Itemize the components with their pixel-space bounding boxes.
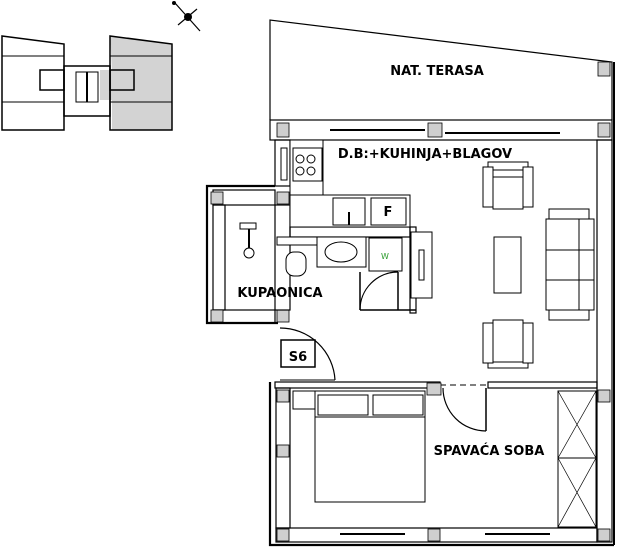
living-label: D.B:+KUHINJA+BLAGOV [338, 147, 512, 162]
bedroom: SPAVAĆA SOBA [292, 390, 597, 528]
bathroom-door-arc [359, 271, 399, 311]
bedroom-door-arc [442, 387, 487, 432]
terrace: NAT. TERASA [269, 19, 613, 120]
washer-label: W [381, 252, 389, 261]
wardrobe-icon [557, 390, 597, 528]
sofa-icon [545, 208, 595, 321]
terrace-label: NAT. TERASA [390, 64, 484, 79]
armchair-icon [482, 161, 534, 210]
bedroom-label: SPAVAĆA SOBA [434, 443, 545, 459]
bathroom-label: KUPAONICA [237, 286, 322, 301]
shower-drain-icon [243, 247, 255, 259]
bathroom: W KUPAONICA [237, 222, 403, 301]
nightstand-icon [292, 390, 316, 410]
radiator-icon [280, 147, 288, 181]
washing-machine-icon [368, 237, 403, 272]
fridge-icon [370, 197, 407, 226]
toilet-icon [285, 251, 307, 277]
key-plan [1, 35, 173, 131]
entry-door-arc [279, 327, 336, 381]
fridge-label: F [384, 205, 393, 220]
unit-tag: S6 [280, 339, 316, 368]
unit-tag-label: S6 [289, 350, 307, 365]
north-arrow-icon [172, 1, 201, 32]
armchair-icon [482, 319, 534, 369]
doors [279, 271, 487, 432]
living-furniture [410, 161, 595, 369]
stove-icon [292, 147, 323, 182]
coffee-table-icon [493, 236, 522, 294]
kitchen: F D.B:+KUHINJA+BLAGOV [280, 139, 512, 228]
